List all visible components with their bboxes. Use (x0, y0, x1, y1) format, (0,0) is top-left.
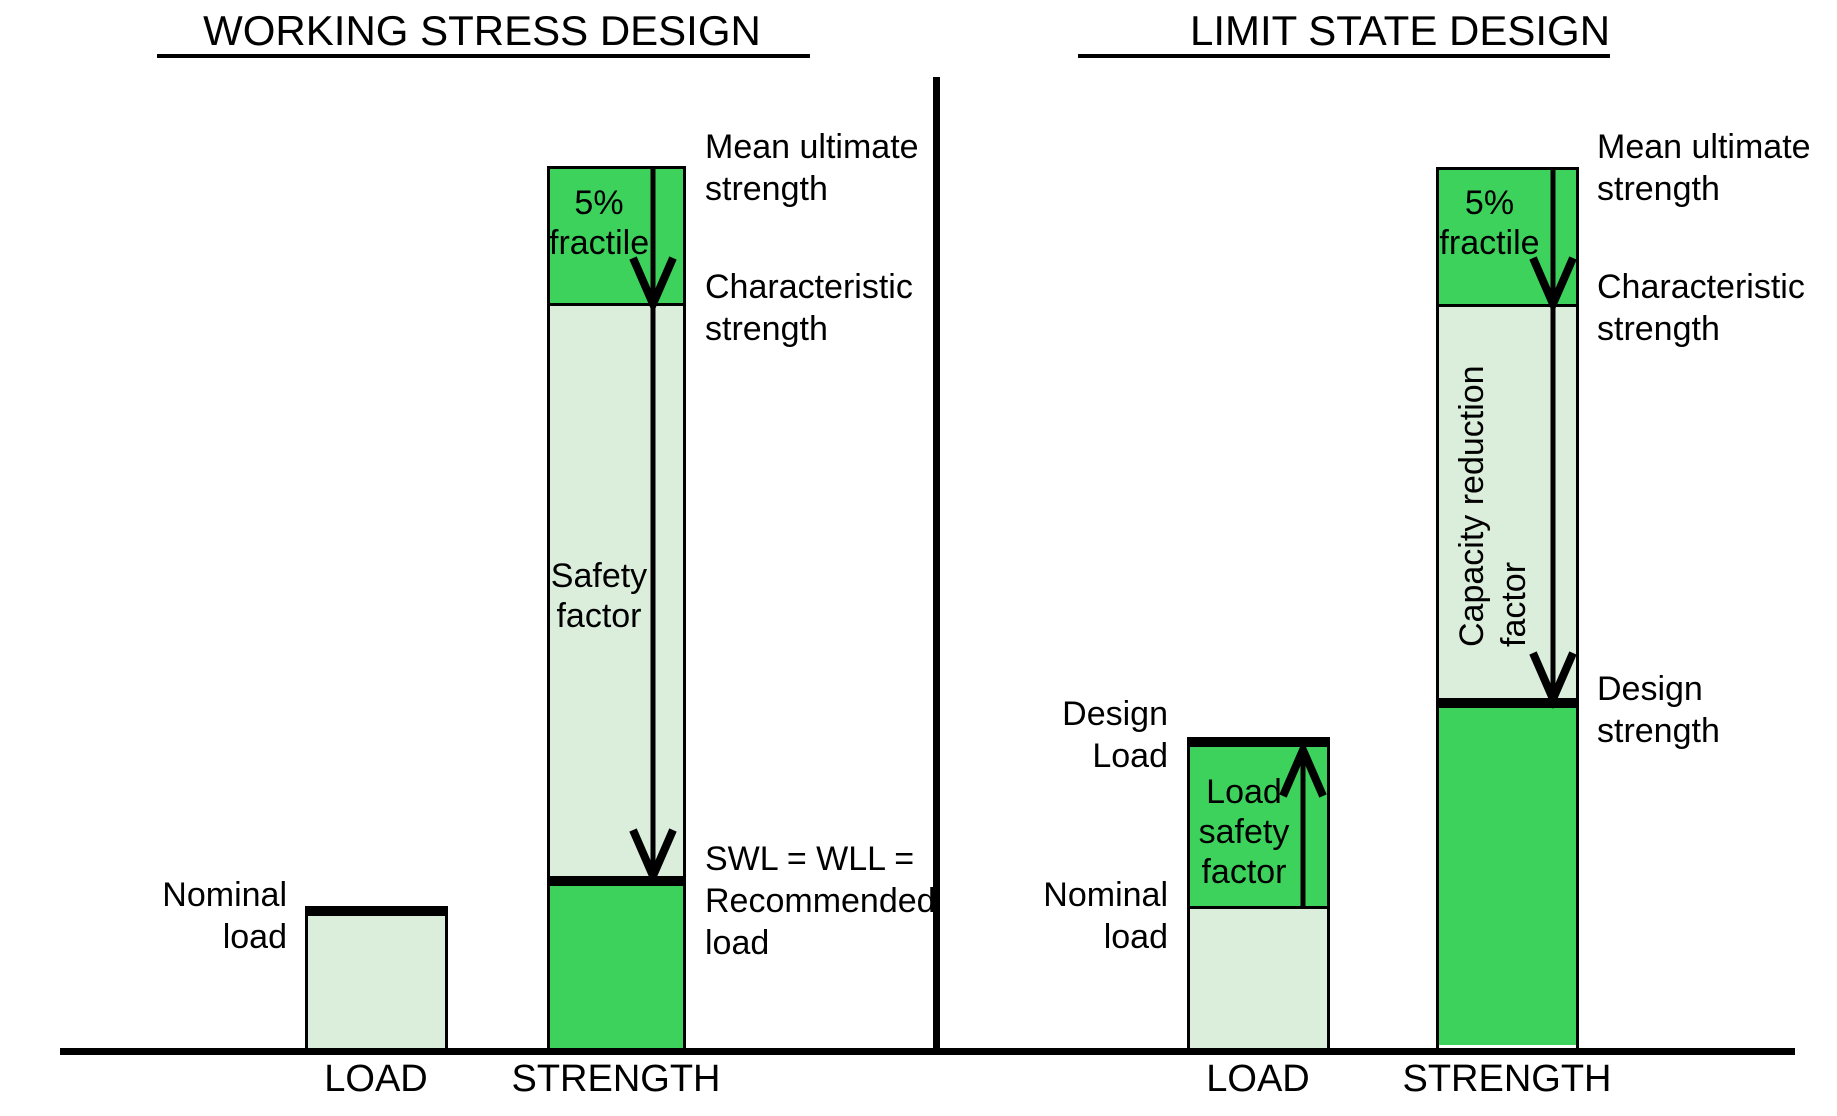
wsd-fractile-text: 5% fractile (549, 184, 650, 262)
baseline-axis (60, 1048, 1795, 1055)
wsd-strength-axis-label: STRENGTH (511, 1058, 721, 1100)
right-title-underline (1078, 54, 1610, 58)
lsd-design-load-line (1190, 737, 1327, 747)
wsd-nominal-load-line (308, 906, 445, 916)
wsd-swl-line (550, 876, 683, 886)
lsd-nominal-load-line (1190, 906, 1327, 909)
left-panel-title: WORKING STRESS DESIGN (203, 7, 761, 54)
lsd-nominal-load-label: Nominal load (1043, 876, 1168, 956)
wsd-characteristic-label: Characteristic strength (705, 268, 913, 348)
lsd-design-load-label: Design Load (1062, 695, 1168, 775)
lsd-design-strength-section (1439, 708, 1576, 1045)
panel-divider-line (933, 77, 940, 1055)
lsd-design-strength-label: Design strength (1597, 670, 1720, 750)
lsd-strength-arrow (1529, 169, 1577, 710)
lsd-load-axis-label: LOAD (1206, 1058, 1310, 1100)
lsd-characteristic-line (1439, 304, 1576, 307)
lsd-capacity-reduction-text: Capacity reduction factor (1453, 365, 1533, 647)
wsd-load-axis-label: LOAD (324, 1058, 428, 1100)
lsd-characteristic-label: Characteristic strength (1597, 268, 1805, 348)
wsd-strength-bar (547, 166, 686, 1048)
lsd-mean-ultimate-label: Mean ultimate strength (1597, 128, 1811, 208)
lsd-load-bar-body (1190, 909, 1327, 1048)
wsd-nominal-load-label: Nominal load (162, 876, 287, 956)
wsd-load-bar (305, 906, 448, 1048)
lsd-load-safety-text: Load safety factor (1198, 773, 1290, 891)
right-panel-title: LIMIT STATE DESIGN (1189, 7, 1611, 54)
wsd-mean-ultimate-label: Mean ultimate strength (705, 128, 919, 208)
wsd-safety-factor-text: Safety factor (550, 557, 648, 635)
wsd-safety-factor-section (550, 306, 683, 876)
lsd-load-safety-arrow (1279, 739, 1327, 906)
left-title-underline (157, 54, 810, 58)
wsd-characteristic-line (550, 303, 683, 306)
lsd-load-bar (1187, 737, 1330, 1048)
lsd-design-strength-line (1439, 698, 1576, 708)
wsd-strength-arrow (629, 168, 677, 887)
wsd-swl-label: SWL = WLL = Recommended load (705, 840, 936, 962)
wsd-load-bar-body (308, 916, 445, 1048)
wsd-recommended-load-section (550, 886, 683, 1048)
lsd-fractile-text: 5% fractile (1439, 184, 1540, 262)
lsd-strength-axis-label: STRENGTH (1402, 1058, 1612, 1100)
